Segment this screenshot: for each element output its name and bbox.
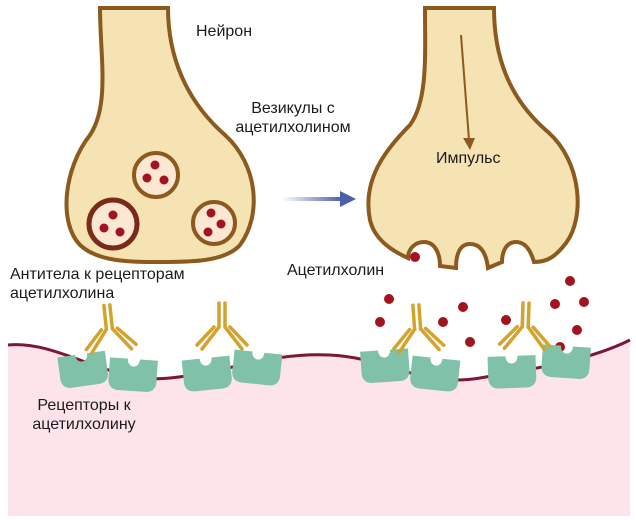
antibody	[82, 303, 137, 354]
antibody	[197, 303, 247, 349]
transition-arrow	[282, 191, 356, 207]
vesicle	[134, 153, 178, 197]
label-vesicles: Везикулы с ацетилхолином	[226, 99, 360, 137]
receptor	[541, 344, 591, 379]
label-antibodies-line1: Антитела к рецепторам	[10, 265, 185, 284]
receptor	[488, 355, 537, 389]
receptor	[182, 356, 233, 393]
receptor	[231, 350, 282, 387]
label-impulse: Импульс	[436, 149, 500, 168]
released-acetylcholine	[375, 252, 589, 352]
vesicle	[193, 202, 235, 244]
vesicle	[89, 200, 137, 248]
label-acetylcholine: Ацетилхолин	[287, 261, 384, 280]
antibody	[391, 303, 444, 352]
receptor	[360, 348, 410, 383]
label-receptors-line1: Рецепторы к	[26, 396, 142, 415]
label-receptors: Рецепторы к ацетилхолину	[26, 396, 142, 434]
label-receptors-line2: ацетилхолину	[26, 415, 142, 434]
label-antibodies-line2: ацетилхолина	[10, 284, 185, 303]
label-antibodies: Антитела к рецепторам ацетилхолина	[10, 265, 185, 303]
label-neuron: Нейрон	[196, 22, 252, 41]
receptor	[409, 356, 460, 393]
antibody	[499, 302, 551, 350]
label-vesicles-line1: Везикулы с	[226, 99, 360, 118]
label-vesicles-line2: ацетилхолином	[226, 118, 360, 137]
receptor	[108, 357, 158, 392]
